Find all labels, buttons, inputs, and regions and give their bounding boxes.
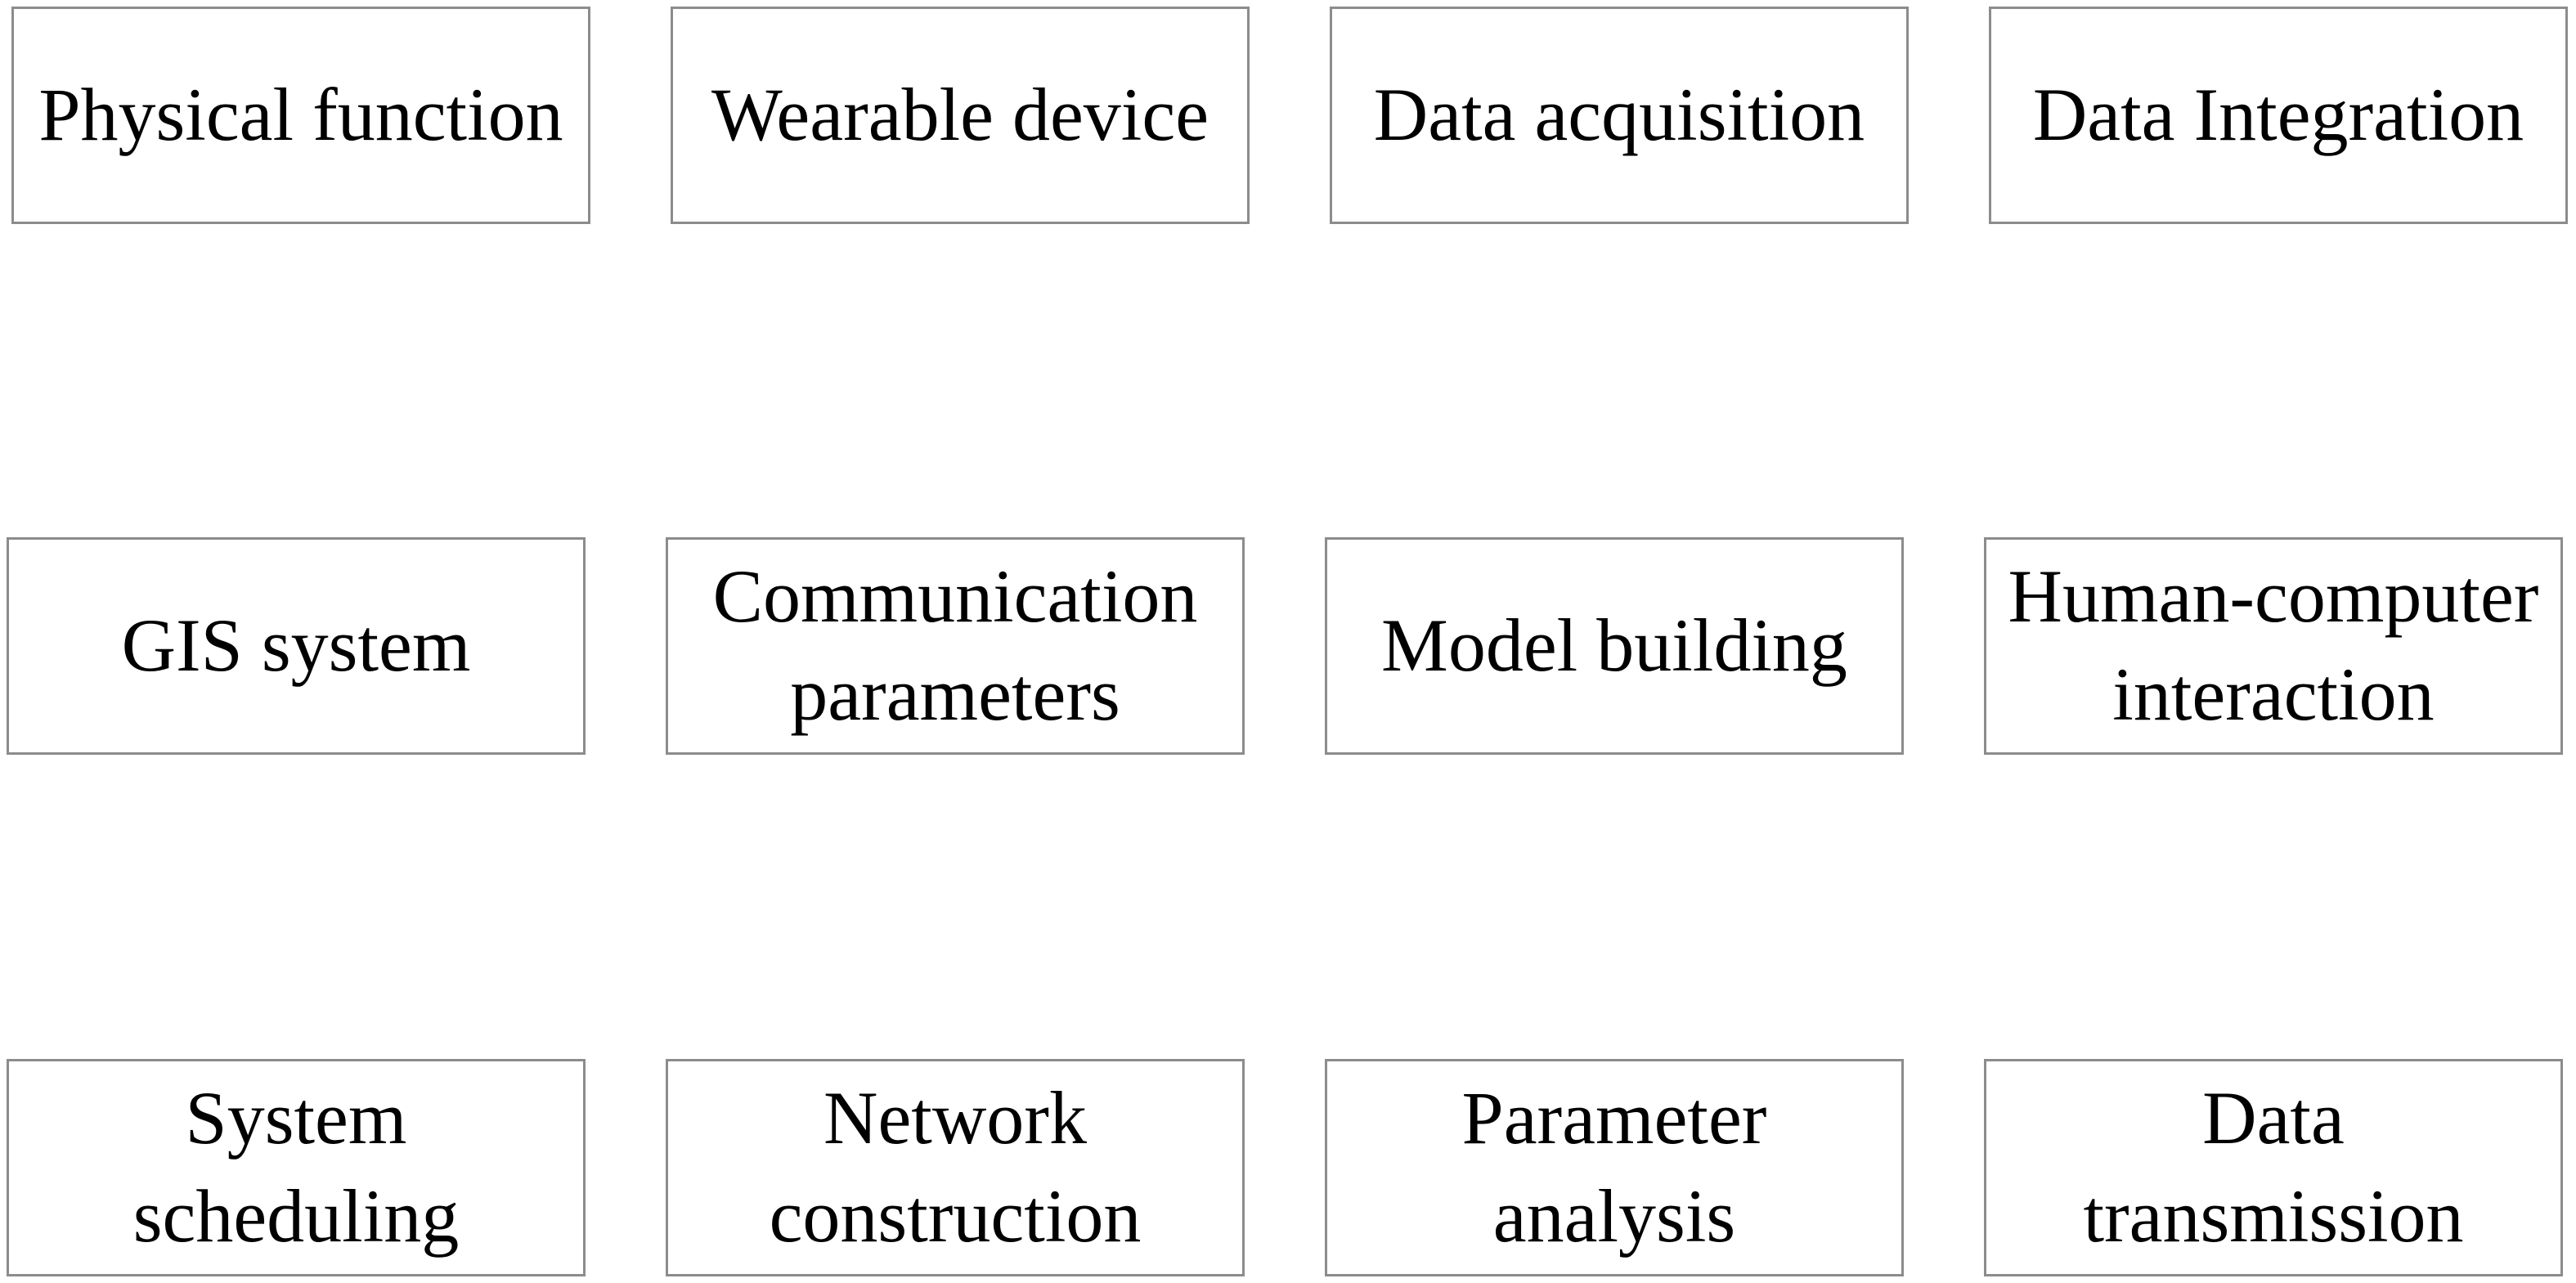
box-physical-function: Physical function xyxy=(11,7,590,224)
box-data-integration: Data Integration xyxy=(1989,7,2568,224)
box-gis-system: GIS system xyxy=(7,537,586,755)
box-model-building: Model building xyxy=(1325,537,1904,755)
box-wearable-device: Wearable device xyxy=(671,7,1250,224)
box-communication-parameters: Communication parameters xyxy=(666,537,1245,755)
box-system-scheduling: System scheduling xyxy=(7,1059,586,1276)
box-parameter-analysis: Parameter analysis xyxy=(1325,1059,1904,1276)
box-network-construction: Network construction xyxy=(666,1059,1245,1276)
box-data-acquisition: Data acquisition xyxy=(1330,7,1909,224)
box-human-computer-interaction: Human-computer interaction xyxy=(1984,537,2563,755)
box-data-transmission: Data transmission xyxy=(1984,1059,2563,1276)
